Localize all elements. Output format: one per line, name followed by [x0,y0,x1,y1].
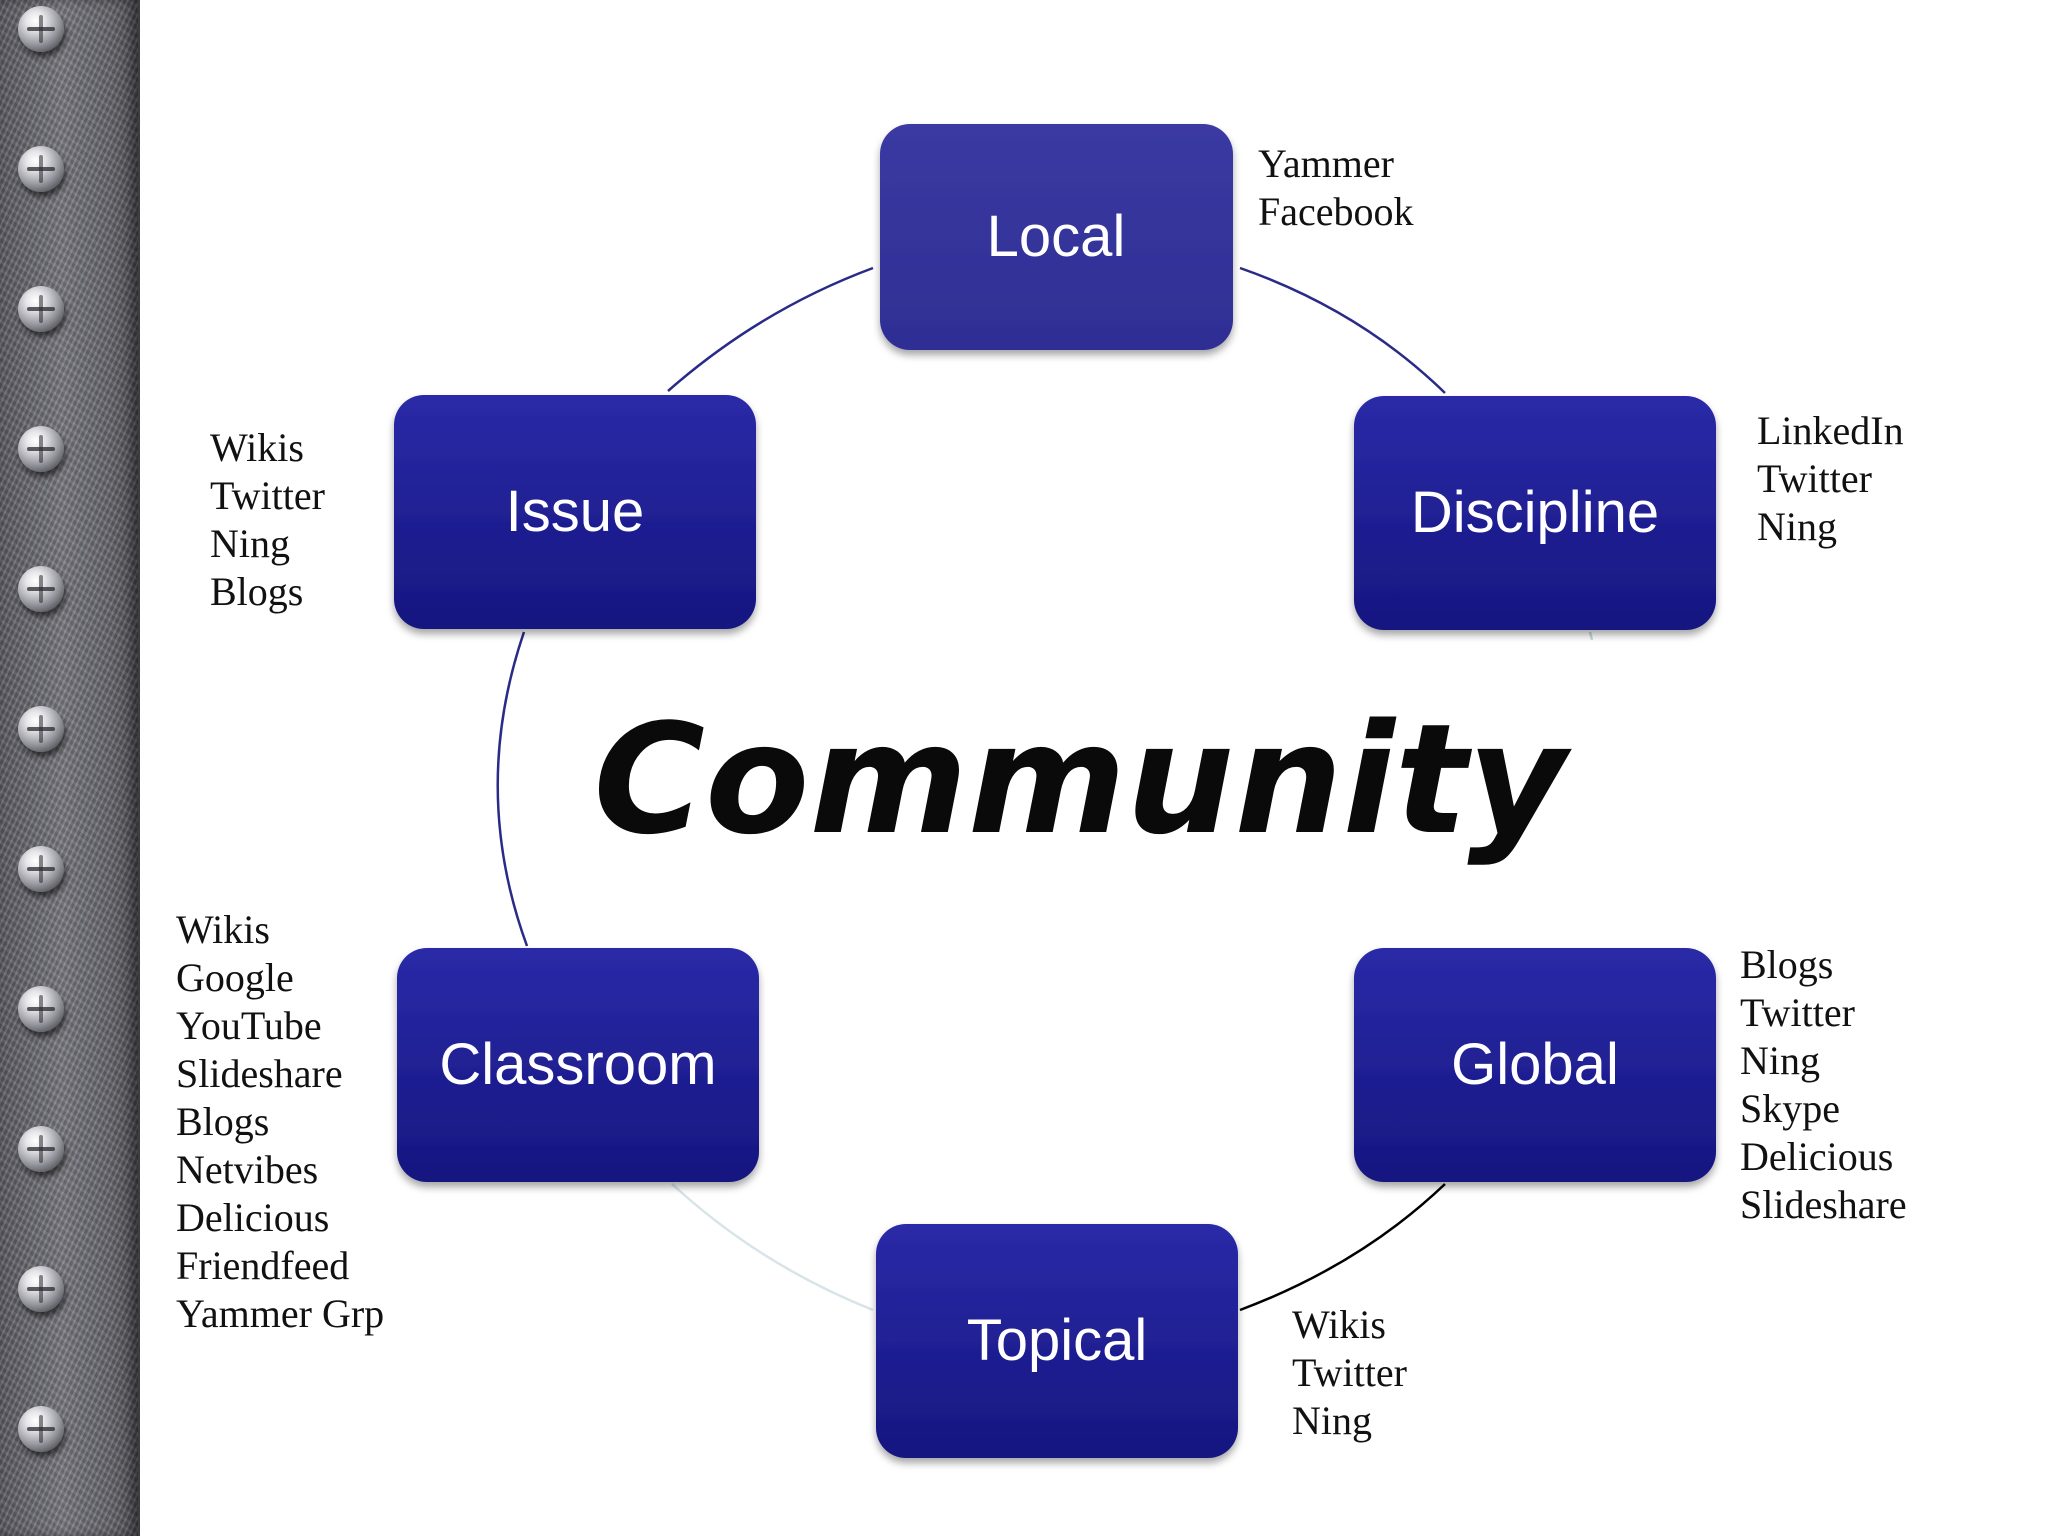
node-discipline[interactable] [1354,396,1716,630]
tool-item: Ning [1757,504,1837,549]
rivet-decoration [18,846,64,892]
rivet-decoration [18,146,64,192]
tool-item: Delicious [176,1195,329,1240]
tool-item: Skype [1740,1086,1840,1131]
tool-item: Ning [1292,1398,1372,1443]
node-issue-label: Issue [506,479,645,544]
node-global-label: Global [1451,1032,1619,1097]
tool-item: YouTube [176,1003,322,1048]
node-classroom[interactable] [397,948,759,1182]
tool-item: Slideshare [176,1051,343,1096]
node-local[interactable] [880,124,1233,350]
tool-item: Ning [1740,1038,1820,1083]
tool-item: Twitter [210,473,325,518]
rivet-decoration [18,426,64,472]
tool-item: Blogs [176,1099,269,1144]
tool-item: Blogs [210,569,303,614]
tool-item: Wikis [1292,1302,1386,1347]
rivet-decoration [18,706,64,752]
connector-discipline-global [1588,631,1594,641]
rivet-decoration [18,6,64,52]
connector-classroom-issue [496,631,529,947]
tools-discipline: LinkedIn Twitter Ning [1757,408,1914,549]
node-global[interactable] [1354,948,1716,1182]
connector-global-topical [1239,1183,1446,1312]
tool-item: Google [176,955,294,1000]
node-issue[interactable] [394,395,756,629]
tool-item: Twitter [1757,456,1872,501]
tool-item: Slideshare [1740,1182,1907,1227]
tool-item: Yammer [1258,141,1394,186]
tools-classroom: Wikis Google YouTube Slideshare Blogs Ne… [176,907,384,1336]
rivet-decoration [18,286,64,332]
tool-item: Yammer Grp [176,1291,384,1336]
tool-item: Delicious [1740,1134,1893,1179]
node-topical[interactable] [876,1224,1238,1458]
cycle-connectors [496,266,1594,1312]
rivet-decoration [18,1406,64,1452]
rivet-decoration [18,566,64,612]
node-classroom-label: Classroom [439,1032,716,1097]
tool-item: Twitter [1292,1350,1407,1395]
tool-item: Facebook [1258,189,1414,234]
tool-item: Friendfeed [176,1243,349,1288]
binder-strip [0,0,140,1536]
tools-global: Blogs Twitter Ning Skype Delicious Slide… [1740,942,1907,1227]
tool-item: Wikis [210,425,304,470]
node-local-label: Local [987,204,1126,269]
connector-topical-classroom [671,1183,874,1312]
tools-issue: Wikis Twitter Ning Blogs [210,425,335,614]
connector-local-discipline [1239,266,1446,394]
tool-item: Ning [210,521,290,566]
connector-issue-local [667,266,874,392]
tool-item: LinkedIn [1757,408,1904,453]
node-discipline-label: Discipline [1411,480,1659,545]
rivet-decoration [18,1266,64,1312]
tools-local: Yammer Facebook [1258,141,1414,234]
rivet-decoration [18,986,64,1032]
tool-item: Wikis [176,907,270,952]
tool-item: Blogs [1740,942,1833,987]
tools-topical: Wikis Twitter Ning [1292,1302,1417,1443]
node-topical-label: Topical [967,1308,1148,1373]
community-title: Community [593,691,1572,868]
rivet-decoration [18,1126,64,1172]
tool-item: Netvibes [176,1147,318,1192]
tool-item: Twitter [1740,990,1855,1035]
